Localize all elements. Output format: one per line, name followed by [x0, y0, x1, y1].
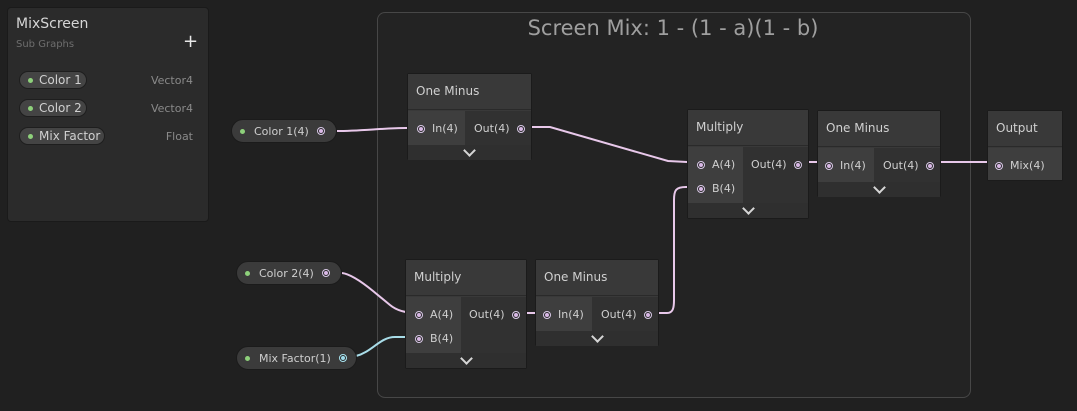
wire-oneminus-bottom-to-multiply-b — [658, 186, 698, 314]
node-title: Multiply — [688, 110, 808, 146]
input-port-in[interactable]: In(4) — [543, 308, 584, 321]
port-label: In(4) — [432, 122, 458, 135]
property-type: Float — [165, 130, 193, 143]
node-title: Output — [988, 111, 1062, 147]
blackboard-panel: MixScreen Sub Graphs + Color 1 Vector4 C… — [7, 7, 209, 222]
property-node-label: Mix Factor(1) — [259, 351, 331, 365]
wire-color1-to-oneminus — [336, 127, 417, 132]
port-circle-icon[interactable] — [643, 310, 652, 319]
node-expand-toggle[interactable] — [406, 352, 526, 368]
input-port-a[interactable]: A(4) — [415, 308, 453, 321]
chevron-down-icon[interactable] — [463, 144, 476, 157]
wire-mixfactor-to-multiply-b — [355, 336, 417, 357]
port-label: A(4) — [430, 308, 454, 321]
node-one-minus-final[interactable]: One Minus In(4) Out(4) — [817, 110, 941, 197]
port-circle-icon[interactable] — [995, 161, 1003, 170]
input-port-b[interactable]: B(4) — [697, 182, 735, 195]
property-node-color1[interactable]: Color 1(4) — [231, 119, 337, 143]
property-name: Color 1 — [39, 73, 82, 87]
chevron-down-icon[interactable] — [741, 202, 755, 215]
blackboard-title: MixScreen — [16, 16, 89, 32]
property-pill[interactable]: Color 2 — [19, 99, 87, 117]
node-one-minus-bottom[interactable]: One Minus In(4) Out(4) — [535, 259, 659, 346]
node-outputs — [743, 147, 808, 203]
property-name: Color 2 — [39, 101, 82, 115]
node-inputs — [406, 297, 461, 353]
node-title: One Minus — [818, 111, 940, 147]
node-outputs — [461, 297, 526, 353]
node-expand-toggle[interactable] — [536, 330, 658, 346]
port-label: Out(4) — [474, 122, 510, 135]
node-title: Multiply — [406, 260, 526, 296]
output-port-icon[interactable] — [321, 269, 330, 277]
input-port-b[interactable]: B(4) — [415, 332, 453, 345]
port-circle-icon[interactable] — [415, 334, 423, 343]
chevron-down-icon[interactable] — [459, 352, 473, 365]
property-pill[interactable]: Mix Factor — [19, 127, 105, 145]
property-name: Mix Factor — [39, 129, 101, 143]
port-circle-icon[interactable] — [543, 310, 551, 319]
blackboard-subtitle: Sub Graphs — [16, 39, 75, 50]
chevron-down-icon[interactable] — [872, 181, 886, 194]
port-label: Mix(4) — [1010, 159, 1045, 172]
output-port-out[interactable]: Out(4) — [469, 308, 520, 321]
node-multiply-bottom[interactable]: Multiply A(4) B(4) Out(4) — [405, 259, 527, 369]
chevron-down-icon[interactable] — [590, 330, 604, 343]
port-circle-icon[interactable] — [697, 184, 705, 193]
property-dot-icon — [28, 105, 33, 111]
property-dot-icon — [28, 77, 33, 83]
node-multiply-mid[interactable]: Multiply A(4) B(4) Out(4) — [687, 109, 809, 219]
wire-oneminus-to-multiply-a — [531, 126, 698, 163]
property-dot-icon — [245, 270, 250, 276]
property-node-mixfactor[interactable]: Mix Factor(1) — [236, 346, 357, 370]
input-port-in[interactable]: In(4) — [825, 159, 866, 172]
port-circle-icon[interactable] — [697, 160, 705, 169]
node-expand-toggle[interactable] — [408, 144, 531, 160]
node-one-minus-top[interactable]: One Minus In(4) Out(4) — [407, 73, 532, 160]
node-inputs — [688, 147, 743, 203]
port-circle-icon[interactable] — [925, 161, 934, 170]
output-port-icon[interactable] — [316, 127, 325, 135]
port-circle-icon[interactable] — [511, 310, 520, 319]
port-label: Out(4) — [883, 159, 919, 172]
port-label: B(4) — [430, 332, 454, 345]
property-pill[interactable]: Color 1 — [19, 71, 87, 89]
input-port-a[interactable]: A(4) — [697, 158, 735, 171]
node-title: One Minus — [408, 74, 531, 110]
port-circle-icon[interactable] — [825, 161, 833, 170]
port-label: Out(4) — [601, 308, 637, 321]
node-title: One Minus — [536, 260, 658, 296]
output-port-out[interactable]: Out(4) — [883, 159, 934, 172]
property-type: Vector4 — [150, 74, 193, 87]
port-circle-icon[interactable] — [516, 124, 525, 133]
node-output[interactable]: Output Mix(4) — [987, 110, 1063, 181]
port-label: B(4) — [712, 182, 736, 195]
port-circle-icon[interactable] — [417, 124, 425, 133]
property-node-label: Color 1(4) — [254, 124, 309, 138]
node-expand-toggle[interactable] — [818, 181, 940, 197]
property-dot-icon — [245, 355, 250, 361]
port-circle-icon[interactable] — [415, 310, 423, 319]
output-port-out[interactable]: Out(4) — [601, 308, 652, 321]
property-dot-icon — [240, 128, 245, 134]
property-dot-icon — [28, 133, 33, 139]
port-label: In(4) — [840, 159, 866, 172]
output-port-out[interactable]: Out(4) — [474, 122, 525, 135]
input-port-in[interactable]: In(4) — [417, 122, 458, 135]
port-label: In(4) — [558, 308, 584, 321]
port-label: Out(4) — [469, 308, 505, 321]
property-node-color2[interactable]: Color 2(4) — [236, 261, 342, 285]
group-title[interactable]: Screen Mix: 1 - (1 - a)(1 - b) — [527, 16, 819, 40]
plus-icon[interactable]: + — [183, 31, 199, 52]
output-port-icon[interactable] — [338, 354, 347, 362]
property-type: Vector4 — [150, 102, 193, 115]
output-port-out[interactable]: Out(4) — [751, 158, 802, 171]
property-node-label: Color 2(4) — [259, 266, 314, 280]
port-circle-icon[interactable] — [793, 160, 802, 169]
node-expand-toggle[interactable] — [688, 202, 808, 218]
port-label: A(4) — [712, 158, 736, 171]
input-port-mix[interactable]: Mix(4) — [995, 159, 1045, 172]
port-label: Out(4) — [751, 158, 787, 171]
